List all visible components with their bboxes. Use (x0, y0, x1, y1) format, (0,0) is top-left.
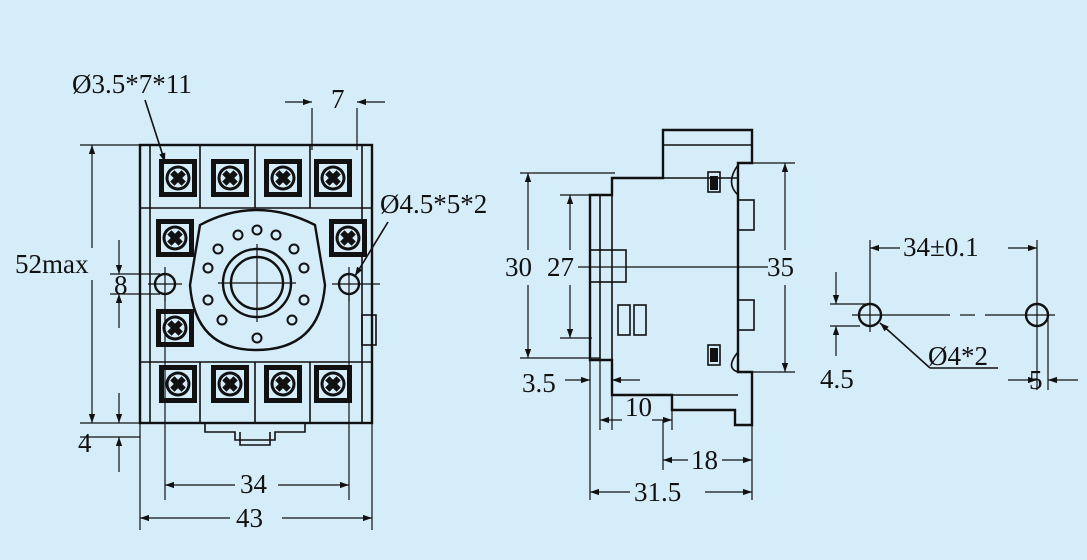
offset-5-label: 5 (1029, 365, 1043, 395)
screw-terminal (156, 219, 194, 257)
pattern-hole-callout-label: Ø4*2 (928, 341, 988, 371)
mount-hole-callout-label: Ø4.5*5*2 (380, 189, 487, 219)
mount-spacing-label: 34 (240, 469, 268, 499)
offset-3-5-label: 3.5 (522, 368, 556, 398)
hole-callout-label: Ø3.5*7*11 (72, 69, 192, 99)
screw-terminal (156, 309, 194, 347)
screw-terminal (314, 365, 352, 403)
hole-spacing-label: 34±0.1 (903, 232, 979, 262)
screw-terminal (264, 159, 302, 197)
screw-terminal (264, 365, 302, 403)
depth-31-5-label: 31.5 (634, 477, 681, 507)
screw-terminal (159, 159, 197, 197)
socket-base (188, 208, 327, 352)
bottom-offset-label: 4 (78, 428, 92, 458)
side-view: 30 27 35 3.5 10 18 31.5 (505, 128, 795, 507)
height-27-label: 27 (547, 252, 574, 282)
screw-terminal (329, 219, 367, 257)
screw-terminal (314, 159, 352, 197)
front-view: 7 Ø3.5*7*11 Ø4.5*5*2 52max 8 4 34 (15, 69, 487, 533)
overall-width-label: 43 (236, 503, 263, 533)
offset-4-5-label: 4.5 (820, 364, 854, 394)
depth-10-label: 10 (625, 392, 652, 422)
depth-18-label: 18 (691, 445, 718, 475)
pin-holes (202, 224, 310, 344)
screw-terminal (211, 365, 249, 403)
screw-terminal (211, 159, 249, 197)
height-30-label: 30 (505, 252, 532, 282)
pitch-label: 7 (331, 84, 345, 114)
height-max-label: 52max (15, 249, 89, 279)
center-hole-dim-label: 8 (114, 270, 128, 300)
side-body-outline (588, 128, 754, 427)
hole-pattern-view: 34±0.1 4.5 Ø4*2 5 (820, 232, 1078, 395)
height-35-label: 35 (767, 252, 794, 282)
